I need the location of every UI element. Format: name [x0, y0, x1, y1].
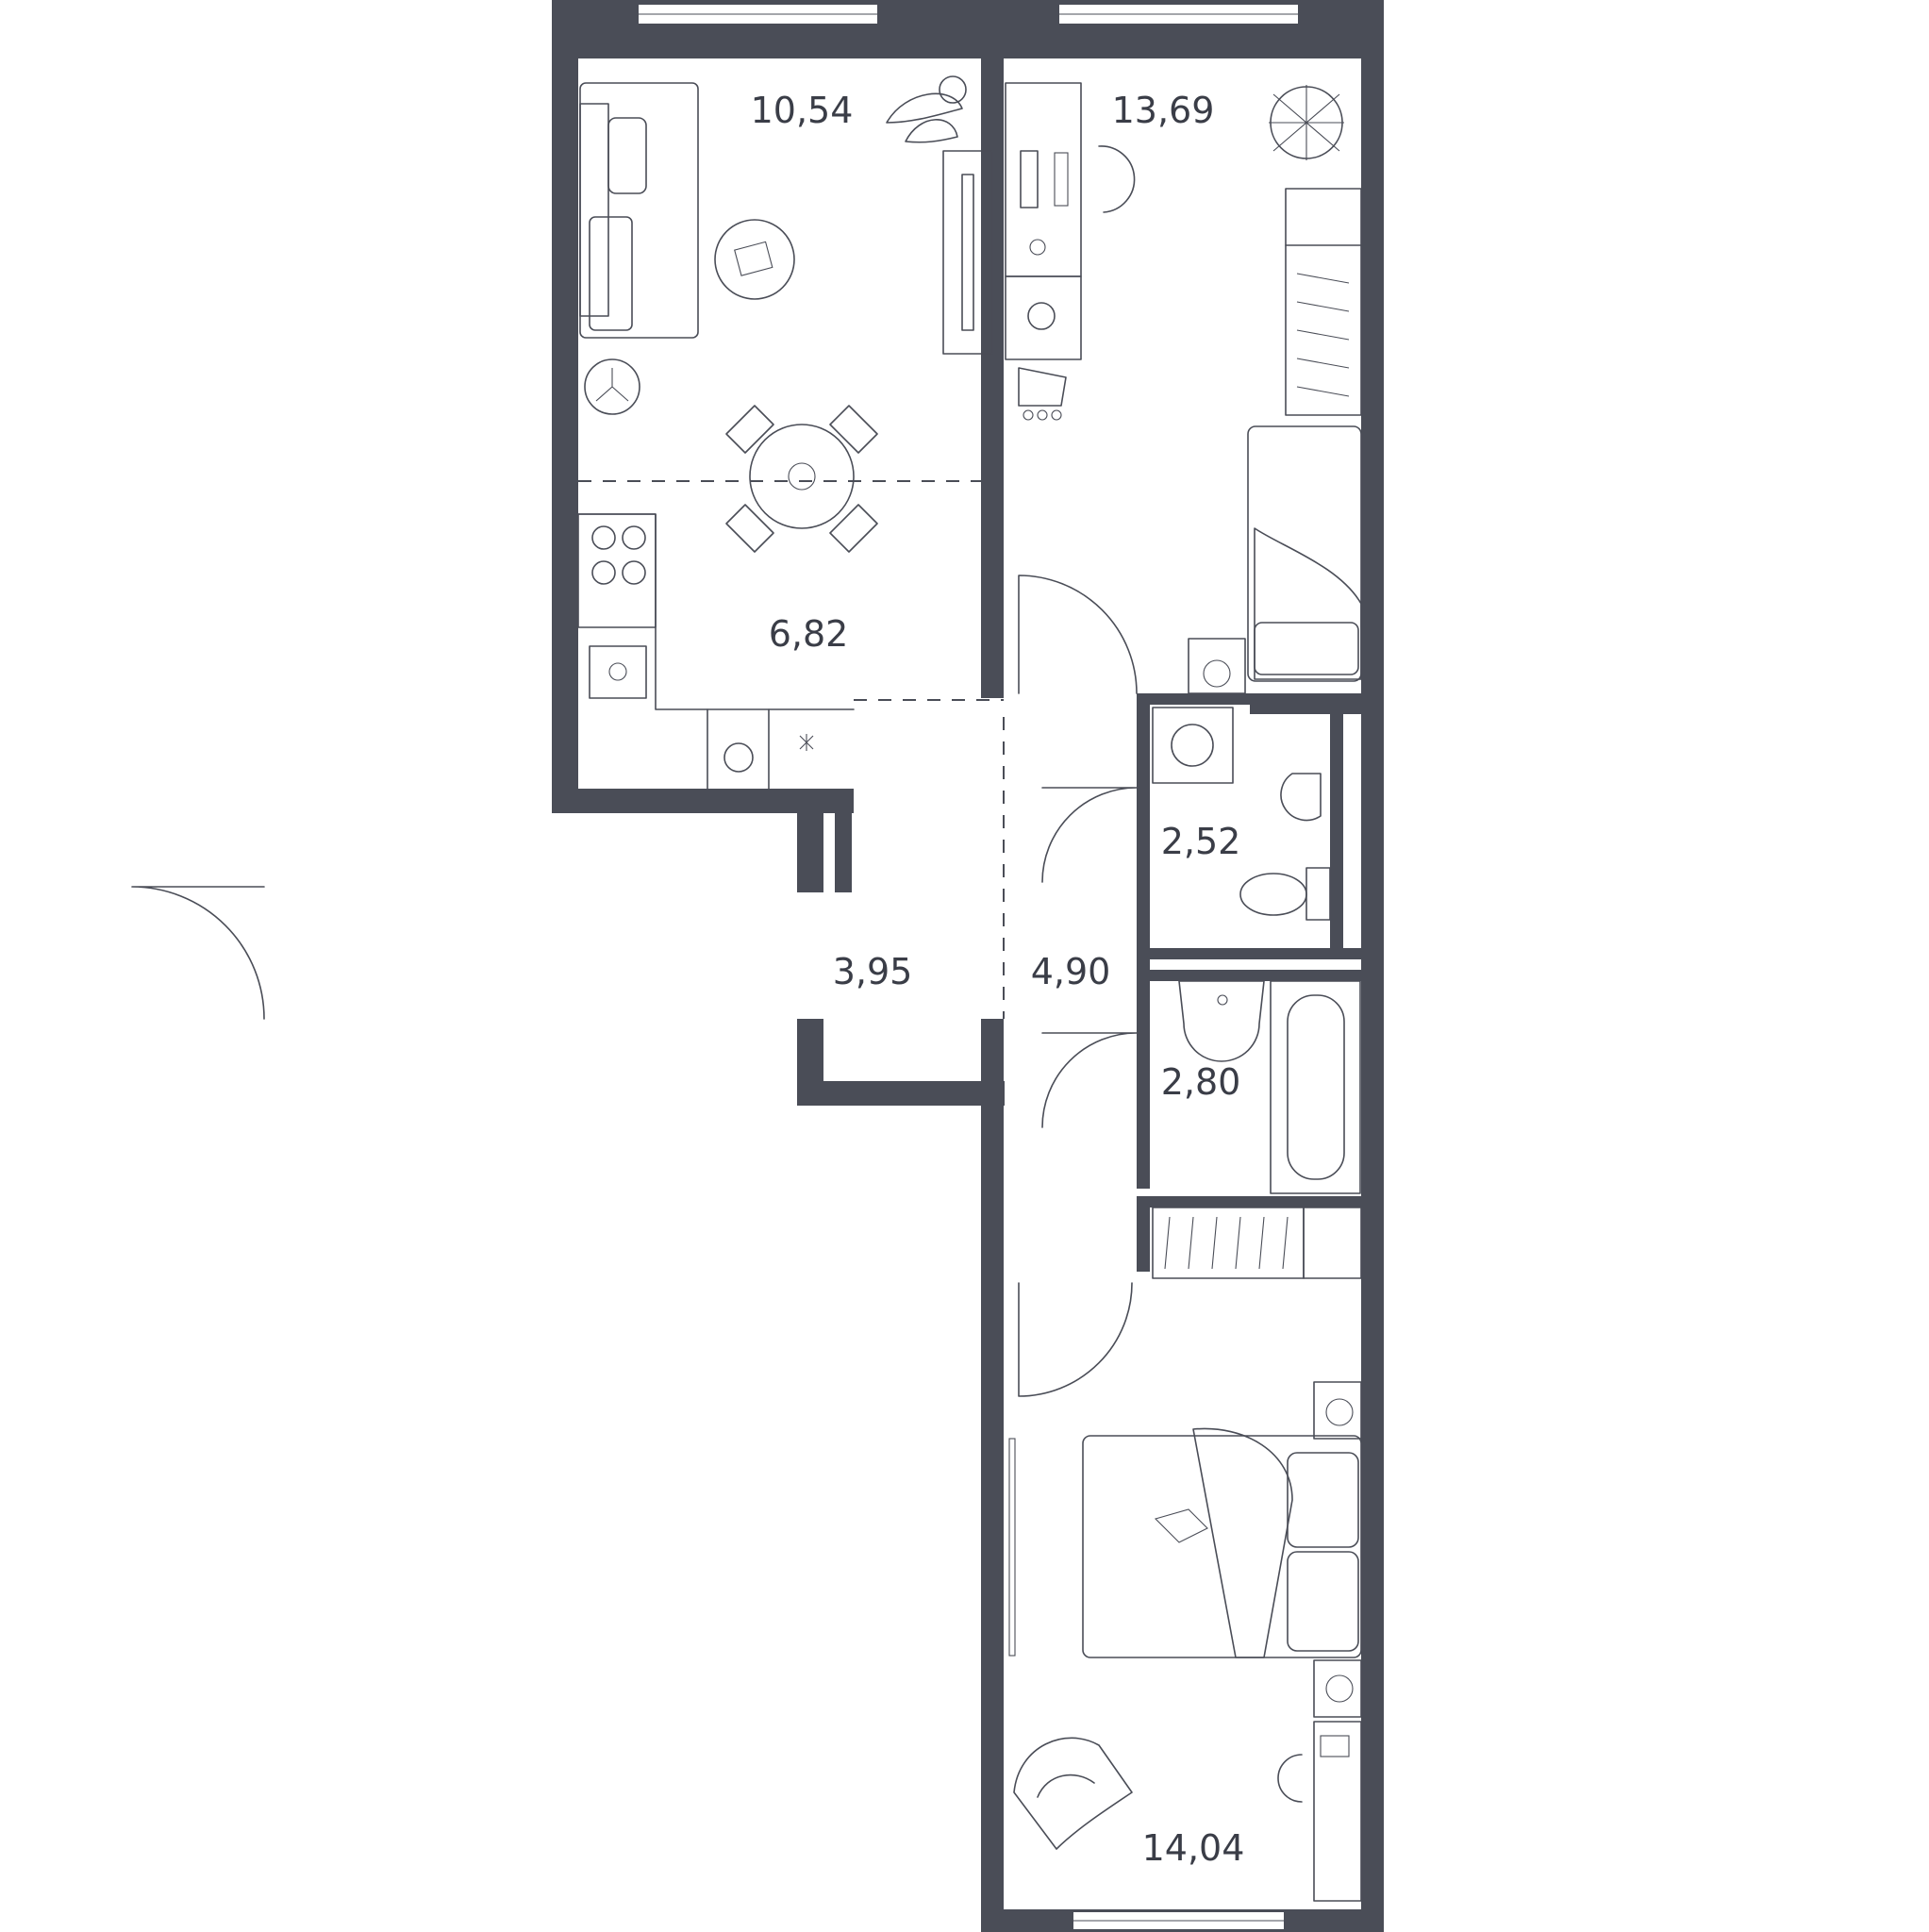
plant-icon [886, 75, 967, 143]
wardrobe [1152, 1207, 1362, 1279]
nightstand [1188, 638, 1246, 694]
plant-icon [1269, 85, 1344, 160]
kitchen-counter [577, 513, 855, 790]
wc-sink [1280, 773, 1322, 822]
washing-machine [1152, 707, 1234, 784]
zone-dividers [578, 480, 1005, 1019]
area-label-corridor: 4,90 [1031, 951, 1111, 992]
wardrobe [1285, 188, 1362, 416]
bath-sink [1178, 980, 1265, 1062]
area-label-bedroom-2: 14,04 [1142, 1827, 1245, 1869]
walls [552, 0, 1384, 1932]
skates-icon [1018, 367, 1067, 421]
sofa [579, 82, 699, 339]
desk [1005, 82, 1136, 360]
bathtub [1270, 980, 1361, 1194]
doors [131, 575, 1138, 1397]
area-labels: 10,54 13,69 6,82 2,52 3,95 4,90 2,80 14,… [751, 90, 1245, 1869]
bed [1082, 1427, 1362, 1658]
armchair-round [584, 358, 640, 415]
area-label-kitchen: 6,82 [769, 613, 849, 655]
bed [1247, 425, 1362, 682]
area-label-bedroom-1: 13,69 [1112, 90, 1215, 131]
armchair [1013, 1737, 1133, 1850]
room-fills [578, 58, 1361, 789]
windows [637, 3, 1300, 1931]
dining-table [725, 405, 878, 553]
area-label-wc: 2,52 [1161, 821, 1241, 862]
dressing-table [1277, 1721, 1362, 1902]
toilet [1239, 867, 1331, 921]
side-table [714, 219, 795, 300]
nightstand [1313, 1381, 1362, 1718]
tv-stand [942, 150, 993, 355]
mirror [1008, 1438, 1016, 1657]
area-label-bathroom: 2,80 [1161, 1061, 1241, 1103]
area-label-living: 10,54 [751, 90, 854, 131]
area-label-entrance: 3,95 [833, 951, 913, 992]
